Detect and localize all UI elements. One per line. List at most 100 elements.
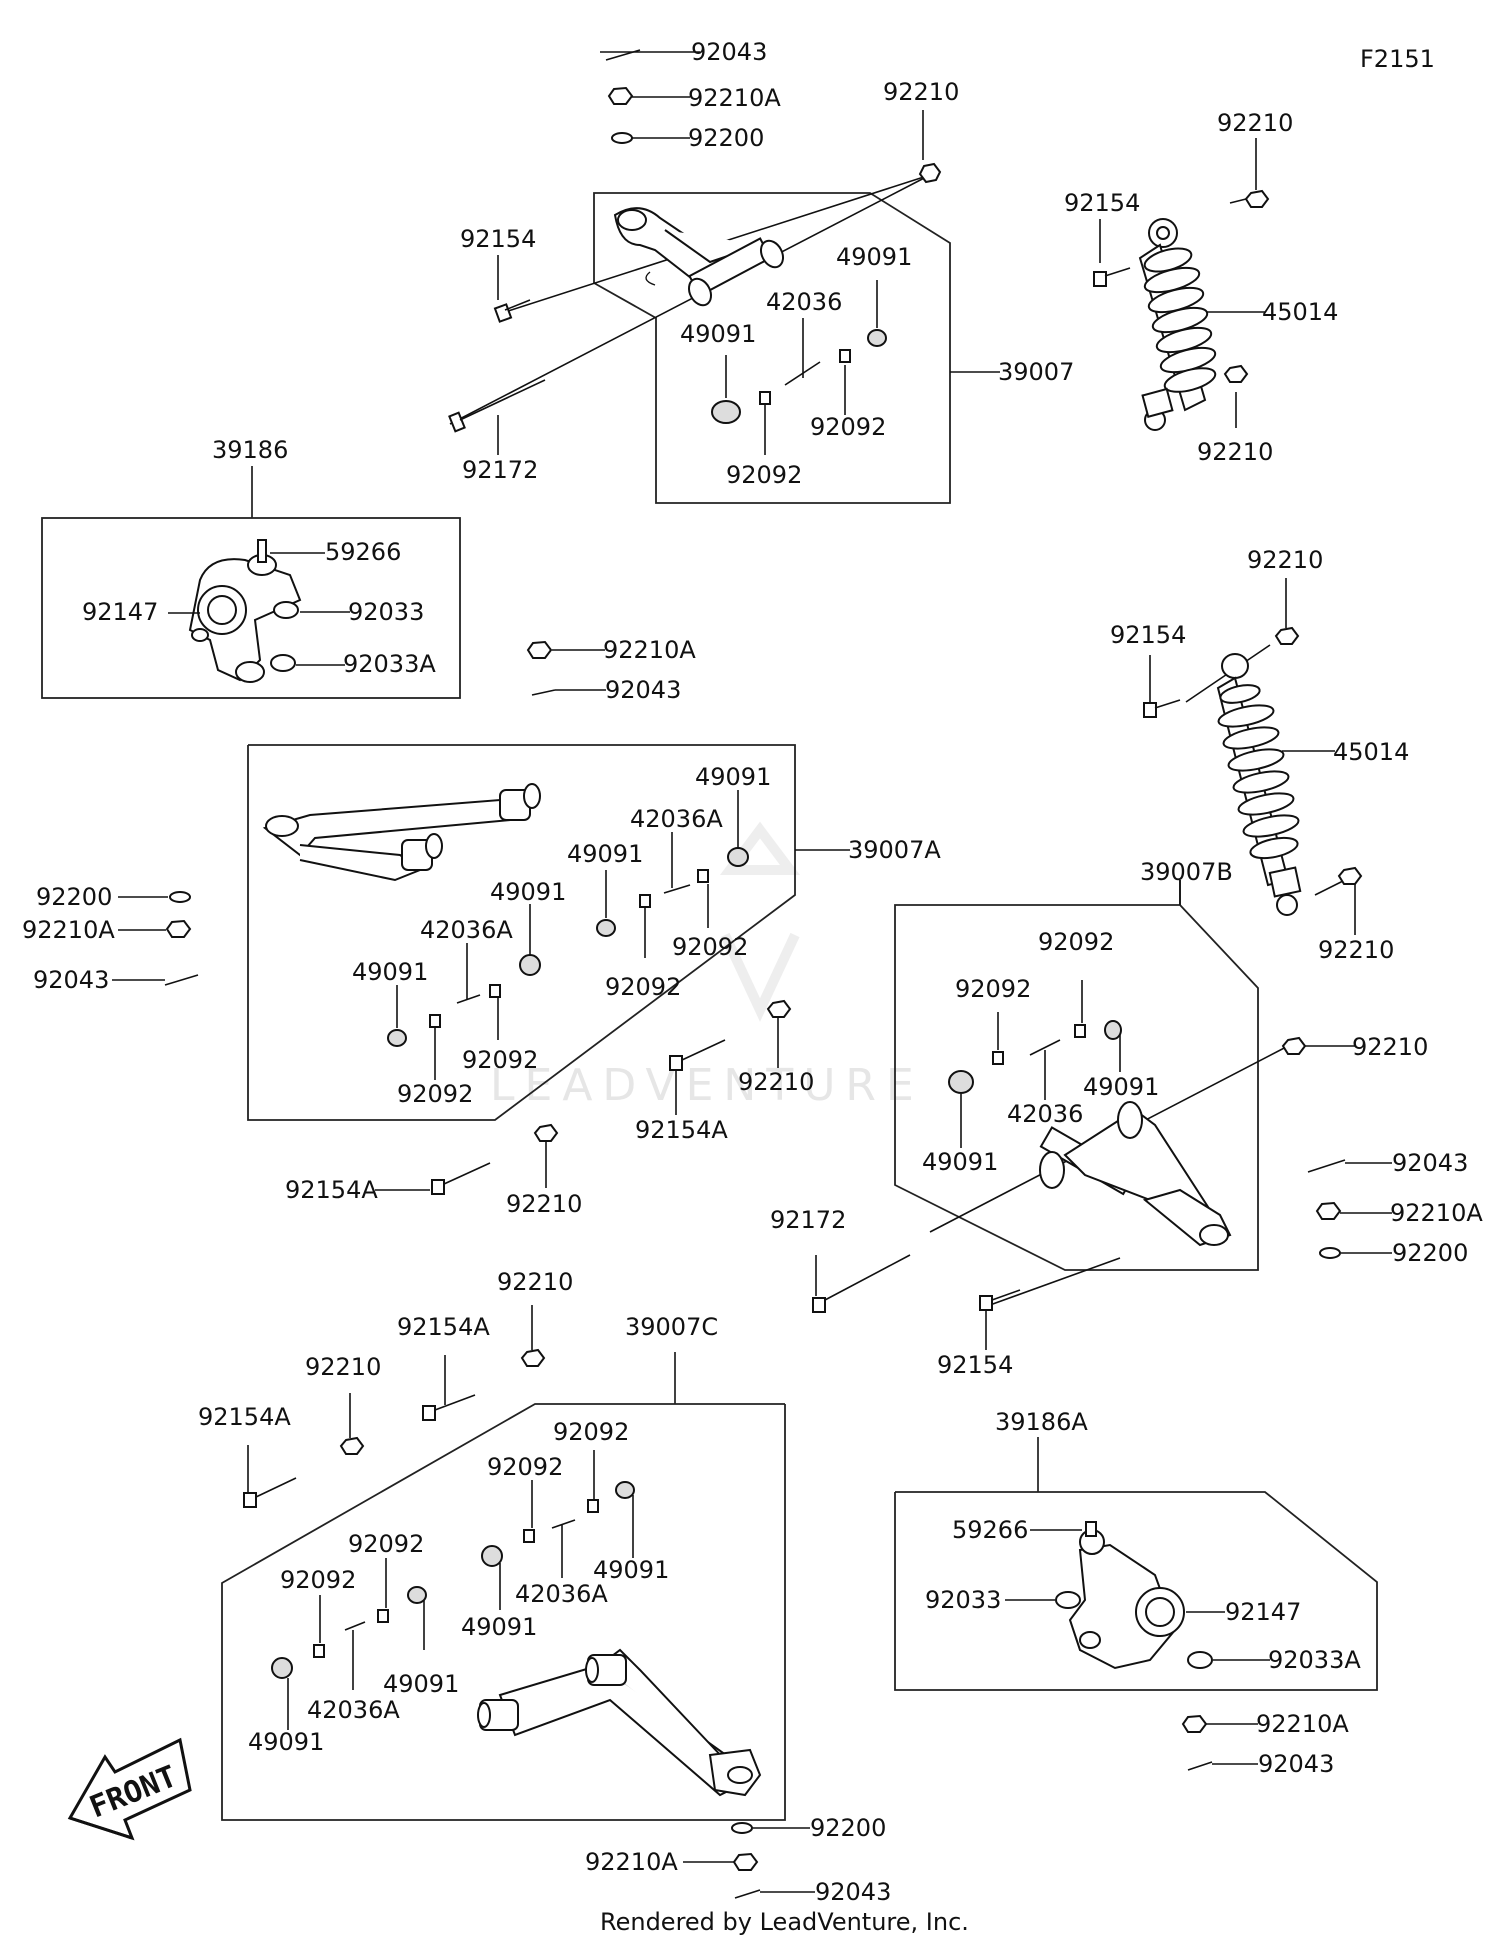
snap-ring-92033A xyxy=(1187,1651,1213,1669)
label-92200: 92200 xyxy=(36,883,112,911)
nut-92210 xyxy=(1223,364,1249,383)
label-49091: 49091 xyxy=(836,243,912,271)
label-92033A: 92033A xyxy=(343,650,436,678)
label-92200: 92200 xyxy=(1392,1239,1468,1267)
bushing-49091 xyxy=(615,1481,635,1499)
steering-knuckle xyxy=(1068,1521,1185,1670)
bushing-49091 xyxy=(271,1657,293,1679)
collar-92092 xyxy=(523,1529,535,1543)
nut-92210 xyxy=(1274,626,1300,645)
bushing-49091 xyxy=(596,919,616,937)
label-39007C: 39007C xyxy=(625,1313,718,1341)
label-92154: 92154 xyxy=(937,1351,1013,1379)
label-92154: 92154 xyxy=(1110,621,1186,649)
label-92033: 92033 xyxy=(348,598,424,626)
collar-92092 xyxy=(313,1644,325,1658)
label-92154: 92154 xyxy=(460,225,536,253)
label-49091: 49091 xyxy=(922,1148,998,1176)
shock-absorber-45014-right xyxy=(1143,578,1363,935)
snap-ring-92033A xyxy=(270,654,296,672)
collar-92092 xyxy=(377,1609,389,1623)
collar-92092 xyxy=(1074,1024,1086,1038)
label-92092: 92092 xyxy=(348,1530,424,1558)
bushing-49091 xyxy=(727,847,749,867)
label-92043: 92043 xyxy=(1392,1149,1468,1177)
nut-92210 xyxy=(766,999,792,1018)
label-39186A: 39186A xyxy=(995,1408,1088,1436)
label-92210: 92210 xyxy=(305,1353,381,1381)
steering-knuckle xyxy=(188,539,302,683)
washer-92200 xyxy=(731,1822,753,1834)
bolt-92154 xyxy=(1093,271,1107,287)
label-92043: 92043 xyxy=(605,676,681,704)
watermark: LEADVENTURE xyxy=(490,821,924,1111)
label-49091: 49091 xyxy=(567,840,643,868)
label-92210A: 92210A xyxy=(585,1848,678,1876)
watermark-text: LEADVENTURE xyxy=(490,1060,924,1111)
label-42036A: 42036A xyxy=(630,805,723,833)
lower-a-arm xyxy=(1039,1101,1232,1247)
label-92092: 92092 xyxy=(280,1566,356,1594)
bushing-49091 xyxy=(711,400,741,424)
label-49091: 49091 xyxy=(695,763,771,791)
label-92210: 92210 xyxy=(1217,109,1293,137)
castle-nut-92210A xyxy=(732,1852,759,1871)
label-92092: 92092 xyxy=(605,973,681,1001)
label-42036A: 42036A xyxy=(307,1696,400,1724)
label-39007B: 39007B xyxy=(1140,858,1233,886)
label-49091: 49091 xyxy=(490,878,566,906)
label-42036: 42036 xyxy=(766,288,842,316)
label-92210: 92210 xyxy=(1318,936,1394,964)
castle-nut-92210A xyxy=(1315,1201,1342,1220)
shock-spring xyxy=(1217,684,1300,860)
label-92210A: 92210A xyxy=(1390,1199,1483,1227)
label-92147: 92147 xyxy=(82,598,158,626)
label-92154: 92154 xyxy=(1064,189,1140,217)
washer-92200 xyxy=(1319,1247,1341,1259)
snap-ring-92033 xyxy=(1055,1591,1081,1609)
label-92210A: 92210A xyxy=(22,916,115,944)
bushing-49091 xyxy=(481,1545,503,1567)
bushing-49091 xyxy=(519,954,541,976)
label-92033: 92033 xyxy=(925,1586,1001,1614)
nut-92210 xyxy=(918,162,942,184)
bushing-49091 xyxy=(948,1070,974,1094)
washer-92200 xyxy=(611,132,633,144)
label-92210: 92210 xyxy=(1197,438,1273,466)
castle-nut-92210A xyxy=(607,86,634,105)
label-92092: 92092 xyxy=(955,975,1031,1003)
label-92210: 92210 xyxy=(506,1190,582,1218)
collar-92092 xyxy=(759,391,771,405)
lower-arm-group-39007A xyxy=(247,744,850,1121)
label-92210A: 92210A xyxy=(1256,1710,1349,1738)
knuckle-group-39186 xyxy=(41,466,461,699)
label-92092: 92092 xyxy=(397,1080,473,1108)
collar-92092 xyxy=(639,894,651,908)
bushing-49091 xyxy=(407,1586,427,1604)
label-49091: 49091 xyxy=(248,1728,324,1756)
label-39186: 39186 xyxy=(212,436,288,464)
collar-92092 xyxy=(489,984,501,998)
castle-nut-92210A xyxy=(526,640,553,659)
bushing-49091 xyxy=(387,1029,407,1047)
nut-92210 xyxy=(520,1348,546,1367)
lower-arm-group-39007B xyxy=(812,880,1355,1350)
label-59266: 59266 xyxy=(325,538,401,566)
washer-92200 xyxy=(169,891,191,903)
label-92033A: 92033A xyxy=(1268,1646,1361,1674)
label-42036: 42036 xyxy=(1007,1100,1083,1128)
label-42036A: 42036A xyxy=(420,916,513,944)
castle-nut-92210A xyxy=(1181,1714,1208,1733)
label-92210: 92210 xyxy=(1247,546,1323,574)
label-92210: 92210 xyxy=(883,78,959,106)
bolt-92154A xyxy=(431,1179,445,1195)
shock-spring xyxy=(1143,247,1217,393)
label-92043: 92043 xyxy=(33,966,109,994)
bolt-92154 xyxy=(1143,702,1157,718)
label-49091: 49091 xyxy=(461,1613,537,1641)
label-92154A: 92154A xyxy=(285,1176,378,1204)
label-39007: 39007 xyxy=(998,358,1074,386)
label-49091: 49091 xyxy=(383,1670,459,1698)
label-92172: 92172 xyxy=(462,456,538,484)
